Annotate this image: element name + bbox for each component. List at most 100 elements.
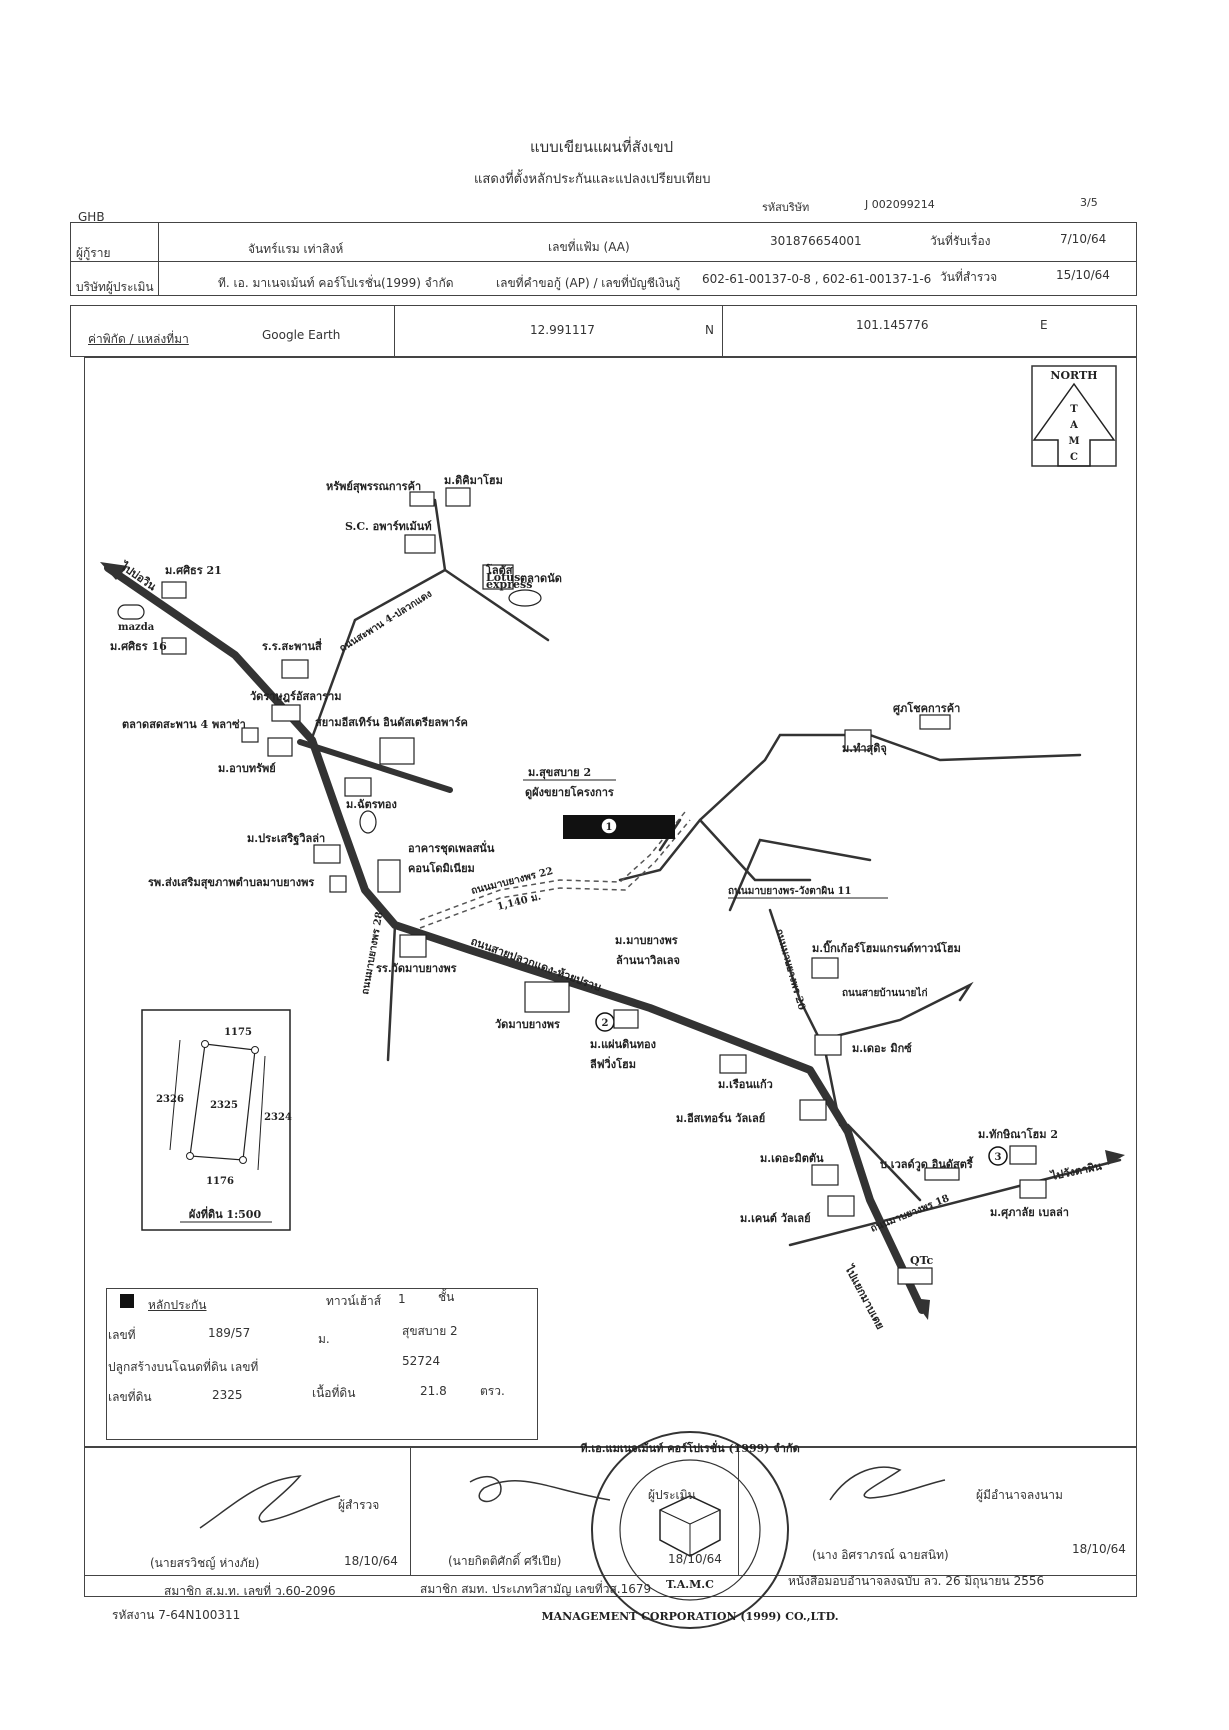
village-mabyang: ม.มาบยางพร — [615, 934, 678, 947]
collateral-deed-label: ปลูกสร้างบนโฉนดที่ดิน เลขที่ — [108, 1360, 259, 1374]
collateral-type: ทาวน์เฮ้าส์ — [326, 1294, 382, 1308]
market-icon — [508, 589, 542, 607]
temple-raj: วัดราษฎร์อัสลาราม — [250, 690, 342, 703]
route-dashed — [419, 811, 686, 921]
collateral-village: สุขสบาย 2 — [402, 1324, 458, 1338]
authority-date: 18/10/64 — [1072, 1542, 1126, 1556]
longitude: 101.145776 — [856, 318, 929, 332]
page-number: 3/5 — [1080, 196, 1098, 209]
marker-2: 2 — [602, 1018, 609, 1029]
school-mab: รร.วัดมาบยางพร — [376, 962, 457, 975]
sc-apartment: S.C. อพาร์ทเม้นท์ — [345, 520, 432, 533]
file-no-label: เลขที่แฟ้ม (AA) — [548, 240, 630, 254]
file-no: 301876654001 — [770, 234, 862, 248]
village-thansiri: ม.ทำสุดิจุ — [842, 742, 887, 756]
collateral-floors: 1 — [398, 1292, 406, 1306]
village-supalai: ม.ศุภาลัย เบลล่า — [990, 1206, 1069, 1220]
village-dikima: ม.ดิคิมาโฮม — [444, 473, 503, 487]
collateral-area-label: เนื้อที่ดิน — [312, 1386, 356, 1400]
coords-table — [70, 305, 1137, 357]
banhai-road: ถนนสายบ้านนายไก่ — [842, 986, 928, 999]
authority-signature — [829, 1466, 946, 1501]
marker-3: 3 — [995, 1152, 1002, 1163]
appraiser-signature — [469, 1476, 611, 1503]
mazda-logo: mazda — [118, 622, 155, 633]
car-logo-icon — [117, 604, 145, 620]
received-date: 7/10/64 — [1060, 232, 1107, 246]
house-icon — [844, 729, 872, 751]
authority-title: ผู้มีอำนาจลงนาม — [976, 1488, 1063, 1502]
north-arrow: NORTH T A M C — [1031, 365, 1117, 467]
village-taksina: ม.ทักษิณาโฮม 2 — [978, 1127, 1058, 1141]
survey-label: วันที่สำรวจ — [940, 270, 998, 284]
inspector-date: 18/10/64 — [344, 1554, 398, 1568]
house-icon — [799, 1099, 827, 1121]
company-code: J 002099214 — [865, 198, 935, 211]
plot-scale: ผังที่ดิน 1:500 — [189, 1206, 262, 1221]
borrower-name: จันทร์แรม เท่าสิงห์ — [248, 242, 344, 256]
appraiser-title: ผู้ประเมิน — [648, 1488, 696, 1502]
plot-bottom: 1176 — [206, 1176, 234, 1187]
appraiser-date: 18/10/64 — [668, 1552, 722, 1566]
market-icon — [241, 727, 259, 743]
condo-icon — [377, 859, 401, 893]
lotus-store-icon — [482, 564, 514, 590]
appraiser-member: สมาชิก สมท. ประเภทวิสามัญ เลขที่วส.1679 — [420, 1582, 652, 1596]
house-icon — [344, 777, 372, 797]
north-letter-c: C — [1070, 452, 1078, 463]
north-letter-a: A — [1069, 420, 1078, 431]
school-icon — [281, 659, 309, 679]
subject-block — [563, 815, 675, 839]
house-icon — [613, 1009, 639, 1029]
siam-eastern: สยามอีสเทิร์น อินดัสเตรียลพาร์ค — [315, 716, 468, 729]
stamp-text-en: MANAGEMENT CORPORATION (1999) CO.,LTD. — [541, 1610, 838, 1623]
collateral-legend-icon — [120, 1294, 134, 1308]
house-icon — [161, 581, 187, 599]
main-roads — [104, 564, 926, 1314]
north-letter-t: T — [1070, 404, 1078, 415]
village-chattong: ม.ฉัตรทอง — [346, 798, 397, 811]
village-lanna: ล้านนาวิลเลจ — [616, 954, 680, 967]
village-paendin-living: ลีฟวิ่งโฮม — [590, 1056, 636, 1071]
collateral-land-label: เลขที่ดิน — [108, 1390, 152, 1404]
house-icon — [719, 1054, 747, 1074]
temple-mab: วัดมาบยางพร — [495, 1018, 560, 1031]
page-subtitle: แสดงที่ตั้งหลักประกันและแปลงเปรียบเทียบ — [474, 172, 711, 187]
plot-top: 1175 — [224, 1027, 252, 1038]
inspector-title: ผู้สำรวจ — [338, 1498, 380, 1512]
shop-icon — [919, 714, 951, 730]
arrow-to-wangchan — [1105, 1150, 1125, 1165]
house-icon — [267, 737, 293, 757]
building-icons — [117, 487, 1047, 1285]
lotus-mid: Lotus — [486, 571, 520, 584]
shopping-label: ศูภโชคการค้า — [893, 701, 960, 716]
village-kasira21: ม.ศศิธร 21 — [165, 564, 222, 577]
village-paendin: ม.แผ่นดินทอง — [590, 1038, 656, 1051]
collateral-no-label: เลขที่ — [108, 1328, 136, 1342]
work-code: รหัสงาน 7-64N100311 — [112, 1608, 241, 1622]
tree-icon — [359, 810, 377, 834]
plot-right: 2324 — [264, 1112, 292, 1123]
school-icon — [399, 934, 427, 958]
collateral-village-label: ม. — [318, 1332, 330, 1346]
longitude-dir: E — [1040, 318, 1048, 332]
collateral-no: 189/57 — [208, 1326, 251, 1340]
latitude: 12.991117 — [530, 323, 595, 337]
stamp-logo: T.A.M.C — [666, 1578, 714, 1591]
received-label: วันที่รับเรื่อง — [930, 234, 991, 248]
market-label: ตลาดนัด — [520, 572, 562, 585]
collateral-land-no: 2325 — [212, 1388, 243, 1402]
school-sapan: ร.ร.สะพานสี่ — [262, 638, 322, 653]
company-code-label: รหัสบริษัท — [762, 201, 810, 214]
hospital-label: รพ.ส่งเสริมสุขภาพตำบลมาบยางพร — [148, 876, 314, 890]
marker-1: 1 — [606, 822, 613, 833]
info-table — [70, 222, 1137, 296]
appraiser-company: ที. เอ. มาเนจเม้นท์ คอร์โปเรชั่น(1999) จ… — [218, 276, 454, 290]
bank-code: GHB — [78, 210, 105, 224]
village-the-mix: ม.เดอะ มิกซ์ — [852, 1042, 912, 1055]
authority-note: หนังสือมอบอำนาจลงฉบับ ลว. 26 มิถุนายน 25… — [788, 1574, 1045, 1588]
house-icon — [811, 957, 839, 979]
lotus-top: โลตัส — [485, 563, 513, 577]
hospital-icon — [329, 875, 347, 893]
